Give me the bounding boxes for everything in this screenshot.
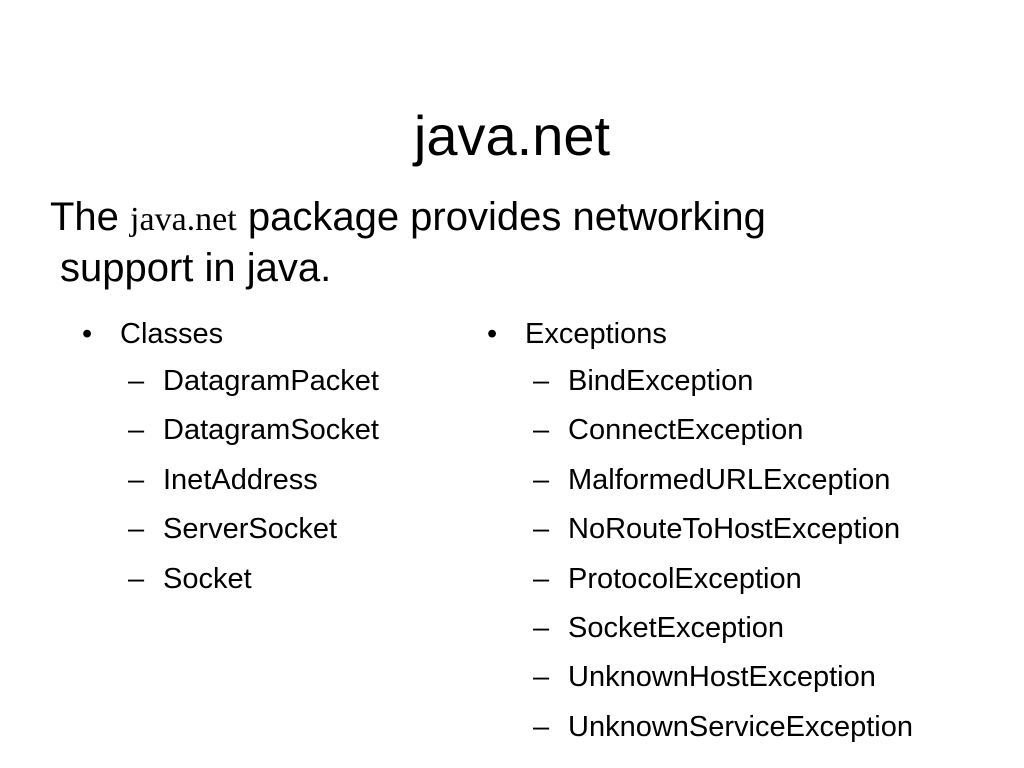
class-name: InetAddress [163,463,318,496]
dash-mark: – [533,611,550,644]
classes-heading-label: Classes [120,318,224,350]
exception-name: NoRouteToHostException [568,513,901,546]
dash-mark: – [533,562,550,595]
list-item-class: –Socket [80,557,379,606]
dash-mark: – [128,414,145,447]
list-item-exception: –MalformedURLException [485,458,913,507]
exceptions-heading-label: Exceptions [525,318,667,350]
dash-mark: – [533,414,550,447]
class-name: DatagramPacket [163,365,379,397]
list-item-class: –ServerSocket [80,507,379,556]
class-name: ServerSocket [163,513,338,546]
bullet-mark: • [487,318,498,350]
classes-heading: • Classes [80,312,379,359]
exception-name: UnknownHostException [568,661,876,694]
dash-mark: – [533,365,550,397]
class-name: Socket [163,562,252,595]
list-item-class: –DatagramPacket [80,359,379,408]
list-item-exception: –ProtocolException [485,557,913,606]
intro-prefix: The [50,195,131,239]
list-item-exception: –BindException [485,359,913,408]
classes-sublist: –DatagramPacket –DatagramSocket –InetAdd… [80,359,379,606]
exception-name: ProtocolException [568,562,802,595]
list-item-class: –DatagramSocket [80,408,379,457]
dash-mark: – [128,562,145,595]
classes-sublist-wrapper: –DatagramPacket –DatagramSocket –InetAdd… [80,359,379,606]
dash-mark: – [533,513,550,546]
dash-mark: – [533,710,550,743]
list-item-exception: –SocketException [485,606,913,655]
dash-mark: – [533,661,550,694]
exception-name: SocketException [568,611,785,644]
exceptions-sublist: –BindException –ConnectException –Malfor… [485,359,913,754]
exceptions-sublist-wrapper: –BindException –ConnectException –Malfor… [485,359,913,754]
dash-mark: – [533,463,550,496]
dash-mark: – [128,463,145,496]
slide-title: java.net [413,104,611,167]
intro-text: The java.net package provides networking… [50,193,950,292]
exceptions-heading: • Exceptions [485,312,913,359]
list-item-exception: –NoRouteToHostException [485,507,913,556]
bullet-mark: • [82,318,93,350]
exceptions-list: •Exceptions –BindException –ConnectExcep… [485,312,913,754]
class-name: DatagramSocket [163,414,379,447]
list-item-exception: –UnknownHostException [485,655,913,704]
list-item-exception: –ConnectException [485,408,913,457]
list-item-class: –InetAddress [80,458,379,507]
exception-name: ConnectException [568,414,804,447]
dash-mark: – [128,513,145,546]
dash-mark: – [128,365,145,397]
exception-name: BindException [568,365,754,397]
exception-name: UnknownServiceException [568,710,913,743]
classes-list: •Classes –DatagramPacket –DatagramSocket… [80,312,379,606]
exception-name: MalformedURLException [568,463,891,496]
intro-suffix: package provides networking [236,195,766,239]
intro-package-name: java.net [130,201,237,238]
intro-line2: support in java. [60,246,332,290]
list-item-exception: –UnknownServiceException [485,705,913,754]
